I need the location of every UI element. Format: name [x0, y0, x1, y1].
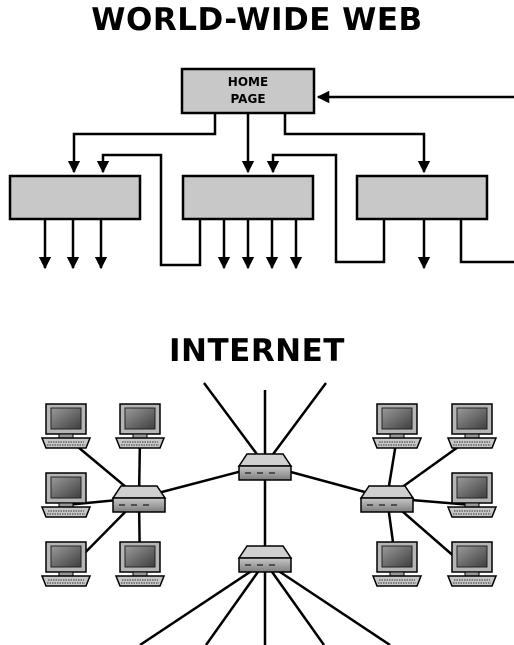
- home-page-label-1: HOME: [228, 75, 268, 89]
- computer-icon: [115, 541, 165, 587]
- page-box-left: [8, 174, 142, 221]
- link-right-to-middle: [266, 153, 386, 264]
- computer-icon: [41, 472, 91, 518]
- router-icon: [360, 485, 414, 513]
- page-box-middle: [181, 174, 315, 221]
- page-box-right: [355, 174, 489, 221]
- router-icon: [238, 453, 292, 481]
- computer-icon: [447, 403, 497, 449]
- router-icon: [238, 545, 292, 573]
- computer-icon: [41, 541, 91, 587]
- internet-title: INTERNET: [169, 333, 345, 369]
- computer-icon: [41, 403, 91, 449]
- router-icon: [112, 485, 166, 513]
- computer-icon: [447, 472, 497, 518]
- link-home-right: [283, 113, 431, 174]
- link-home-left: [67, 113, 217, 174]
- computer-icon: [115, 403, 165, 449]
- computer-icon: [447, 541, 497, 587]
- computer-icon: [372, 541, 422, 587]
- www-title: WORLD-WIDE WEB: [91, 2, 423, 38]
- link-right-outgoing: [459, 219, 514, 264]
- computer-icon: [372, 403, 422, 449]
- home-page-label-2: PAGE: [230, 92, 265, 106]
- www-diagram: [8, 67, 514, 270]
- link-middle-to-left: [96, 153, 202, 267]
